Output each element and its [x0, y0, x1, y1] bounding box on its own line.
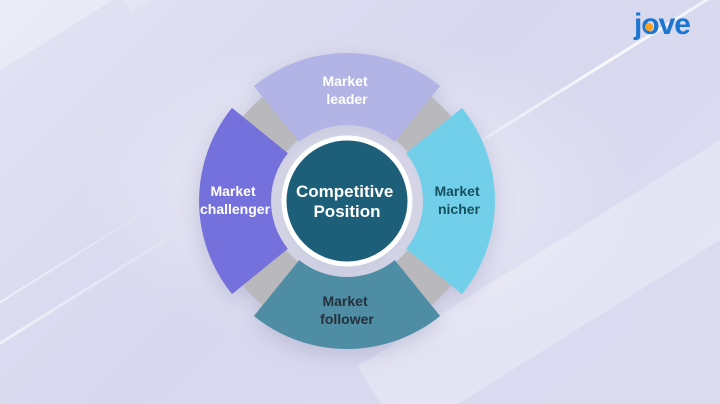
- segment-label-market-challenger: Market challenger: [200, 183, 271, 217]
- segment-label-line: Market: [434, 183, 479, 199]
- segment-label-line: Market: [322, 73, 367, 89]
- segment-label-market-follower: Market follower: [320, 293, 374, 327]
- jove-logo: jove: [633, 8, 691, 41]
- segment-label-market-nicher: Market nicher: [434, 183, 483, 217]
- segment-label-line: Market: [210, 183, 255, 199]
- segment-label-line: challenger: [200, 201, 271, 217]
- jove-logo-orange-dot: [645, 23, 654, 31]
- segment-label-line: follower: [320, 311, 374, 327]
- center-label-line: Competitive: [296, 182, 393, 201]
- center-label: Competitive Position: [296, 182, 398, 221]
- segment-market-challenger: [199, 107, 288, 295]
- segment-label-line: Market: [322, 293, 367, 309]
- segment-market-follower: [253, 260, 441, 349]
- segment-label-line: leader: [326, 91, 368, 107]
- segment-label-line: nicher: [438, 201, 481, 217]
- jove-logo-letter-o: o: [641, 10, 659, 40]
- jove-logo-letter-j: j: [633, 8, 642, 41]
- segment-market-nicher: [406, 107, 495, 295]
- segment-label-market-leader: Market leader: [322, 73, 371, 107]
- jove-logo-letters-ve: ve: [658, 8, 691, 41]
- center-label-line: Position: [313, 202, 380, 221]
- center-circle: [281, 135, 413, 267]
- segment-market-leader: [253, 53, 441, 142]
